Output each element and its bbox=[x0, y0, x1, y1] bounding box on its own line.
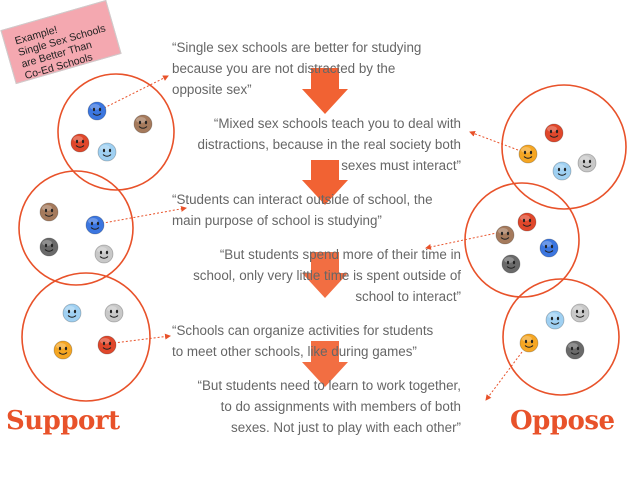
quote-line: opposite sex” bbox=[172, 82, 252, 97]
connector-2 bbox=[469, 130, 519, 151]
oppose-label: Oppose bbox=[510, 406, 615, 436]
smiley-face-icon bbox=[39, 202, 59, 222]
smiley-face-icon bbox=[87, 101, 107, 121]
support-group-3-circle bbox=[21, 272, 151, 402]
smiley-face-icon bbox=[519, 333, 539, 353]
down-arrow-icon bbox=[302, 160, 348, 205]
smiley-face-icon bbox=[94, 244, 114, 264]
smiley-face-icon bbox=[517, 212, 537, 232]
quote-line: sexes. Not just to play with each other” bbox=[231, 420, 461, 435]
quote-line: “But students spend more of their time i… bbox=[219, 247, 461, 262]
connector-6 bbox=[485, 351, 523, 401]
quote-line: to meet other schools, like during games… bbox=[172, 344, 417, 359]
smiley-face-icon bbox=[97, 335, 117, 355]
oppose-group-2-circle bbox=[464, 182, 580, 298]
smiley-face-icon bbox=[85, 215, 105, 235]
support-label: Support bbox=[6, 406, 120, 436]
support-group-2-circle bbox=[18, 170, 134, 286]
connector-4 bbox=[425, 230, 507, 250]
quote-line: “Mixed sex schools teach you to deal wit… bbox=[213, 116, 461, 131]
smiley-face-icon bbox=[39, 237, 59, 257]
down-arrow-icon bbox=[302, 68, 348, 114]
smiley-face-icon bbox=[97, 142, 117, 162]
quote-line: “Students can interact outside of school… bbox=[172, 192, 433, 207]
down-arrow-icon bbox=[302, 341, 348, 387]
smiley-face-icon bbox=[53, 340, 73, 360]
quote-line: “But students need to learn to work toge… bbox=[197, 378, 461, 393]
quote-oppose-1: “Mixed sex schools teach you to deal wit… bbox=[170, 113, 462, 176]
quote-line: “Single sex schools are better for study… bbox=[172, 40, 422, 55]
quote-oppose-3: “But students need to learn to work toge… bbox=[170, 375, 461, 438]
smiley-face-icon bbox=[545, 310, 565, 330]
smiley-face-icon bbox=[501, 254, 521, 274]
oppose-group-1-circle bbox=[501, 84, 627, 210]
quote-line: school, only very little time is spent o… bbox=[193, 268, 461, 283]
smiley-face-icon bbox=[104, 303, 124, 323]
smiley-face-icon bbox=[62, 303, 82, 323]
quote-support-1: “Single sex schools are better for study… bbox=[172, 37, 462, 100]
quote-line: main purpose of school is studying” bbox=[172, 213, 382, 228]
smiley-face-icon bbox=[495, 225, 515, 245]
smiley-face-icon bbox=[518, 144, 538, 164]
quote-line: “Schools can organize activities for stu… bbox=[172, 323, 434, 338]
quote-support-3: “Schools can organize activities for stu… bbox=[172, 320, 462, 362]
connector-5 bbox=[105, 333, 171, 345]
smiley-face-icon bbox=[565, 340, 585, 360]
quote-oppose-2: “But students spend more of their time i… bbox=[170, 244, 461, 307]
oppose-group-3-circle bbox=[502, 278, 620, 396]
connector-3 bbox=[97, 205, 187, 225]
smiley-face-icon bbox=[70, 133, 90, 153]
quote-line: school to interact” bbox=[355, 289, 461, 304]
smiley-face-icon bbox=[539, 238, 559, 258]
smiley-face-icon bbox=[544, 123, 564, 143]
smiley-face-icon bbox=[552, 161, 572, 181]
smiley-face-icon bbox=[577, 153, 597, 173]
smiley-face-icon bbox=[133, 114, 153, 134]
quote-support-2: “Students can interact outside of school… bbox=[172, 189, 462, 231]
support-group-1-circle bbox=[57, 73, 175, 191]
down-arrow-icon bbox=[302, 252, 348, 298]
quote-line: distractions, because in the real societ… bbox=[197, 137, 462, 152]
quote-line: because you are not distracted by the bbox=[172, 61, 396, 76]
quote-line: sexes must interact” bbox=[341, 158, 461, 173]
smiley-face-icon bbox=[570, 303, 590, 323]
quote-line: to do assignments with members of both bbox=[220, 399, 461, 414]
